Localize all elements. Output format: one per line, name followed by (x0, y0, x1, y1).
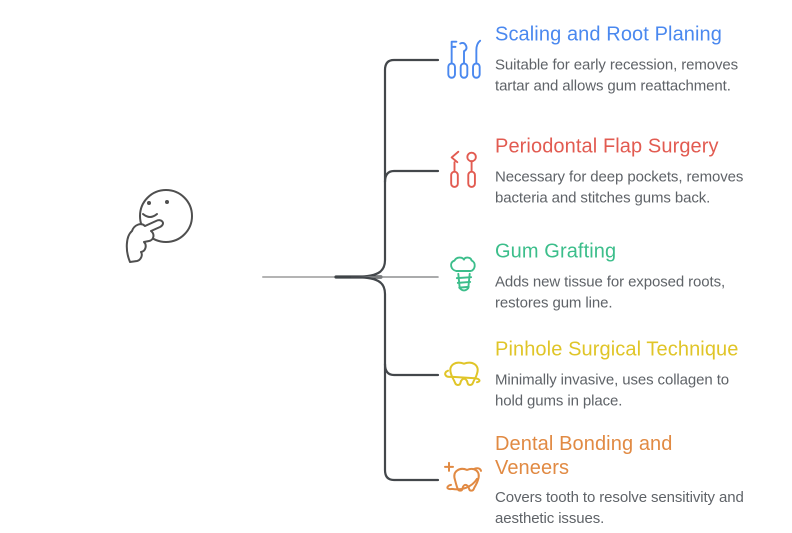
item-description: Suitable for early recession, removes ta… (495, 56, 739, 95)
item-description: Adds new tissue for exposed roots, resto… (495, 273, 726, 312)
item-title: Pinhole Surgical Technique (495, 338, 739, 361)
treatment-item-flap-surgery: Periodontal Flap Surgery Necessary for d… (444, 136, 750, 209)
item-title: Dental Bonding and Veneers (495, 432, 673, 479)
treatment-item-scaling: Scaling and Root Planing Suitable for ea… (444, 24, 750, 97)
item-description: Necessary for deep pockets, removes bact… (495, 168, 744, 207)
tooth-bonding-plus-icon (444, 460, 484, 502)
item-description: Covers tooth to resolve sensitivity and … (495, 489, 744, 528)
tooth-gumline-icon (444, 358, 484, 392)
item-title: Scaling and Root Planing (495, 23, 722, 46)
item-description: Minimally invasive, uses collagen to hol… (495, 371, 730, 410)
treatment-item-gum-grafting: Gum Grafting Adds new tissue for exposed… (444, 241, 750, 314)
treatment-item-bonding-veneers: Dental Bonding and Veneers Covers tooth … (444, 433, 750, 529)
thinking-face-icon (125, 189, 193, 263)
dental-implant-icon (444, 255, 484, 299)
treatment-item-pinhole: Pinhole Surgical Technique Minimally inv… (444, 339, 750, 412)
dental-probe-mirror-icon (444, 150, 484, 194)
dental-scaler-tools-icon (444, 39, 484, 81)
item-title: Gum Grafting (495, 240, 617, 263)
item-title: Periodontal Flap Surgery (495, 135, 719, 158)
